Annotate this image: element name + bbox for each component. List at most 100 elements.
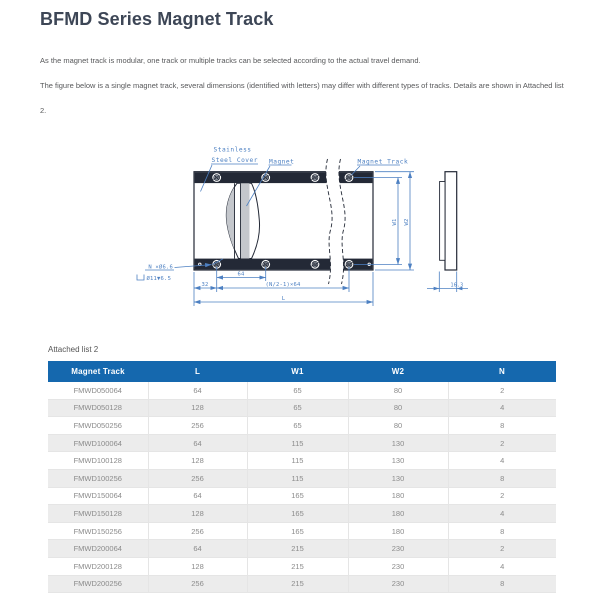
table-cell: 115 <box>246 434 348 453</box>
magnet-track-label: Magnet Track <box>358 159 409 166</box>
counterbore-symbol <box>136 274 145 281</box>
table-cell: 8 <box>447 469 556 488</box>
table-cell: 64 <box>147 434 247 453</box>
table-cell: 230 <box>347 575 448 594</box>
table-cell: 65 <box>246 416 348 435</box>
table-cell: FMWD150128 <box>48 504 148 523</box>
table-cell: FMWD100128 <box>48 451 148 470</box>
table-cell: FMWD200256 <box>48 575 148 594</box>
table-cell: FMWD200064 <box>48 539 148 558</box>
magnet-leader <box>246 165 271 207</box>
dim-text-pattern: (N/2-1)×64 <box>265 282 301 288</box>
holes-callout-text-line1: N ×Ø6.6 <box>148 264 173 271</box>
table-cell: 4 <box>447 451 556 470</box>
table-cell: 180 <box>347 504 448 523</box>
intro-paragraph-2: The figure below is a single magnet trac… <box>40 81 564 115</box>
table-cell: 256 <box>147 416 247 435</box>
table-cell: 230 <box>347 539 448 558</box>
table-cell: 180 <box>347 487 448 506</box>
holes-callout-text-line2: Ø11▼6.5 <box>147 275 172 282</box>
table-cell: 128 <box>147 504 247 523</box>
table-cell: 2 <box>447 382 556 400</box>
table-cell: 64 <box>147 487 247 506</box>
table-cell: 215 <box>246 539 348 558</box>
side-view <box>439 171 458 271</box>
front-view <box>193 158 374 285</box>
table-cell: FMWD150256 <box>48 522 148 541</box>
table-cell: 165 <box>246 487 348 506</box>
page-title: BFMD Series Magnet Track <box>40 9 274 29</box>
table-cell: FMWD050064 <box>48 382 148 400</box>
table-cell: 80 <box>347 416 448 435</box>
top-mount-band <box>194 172 373 184</box>
table-cell: 80 <box>347 382 448 400</box>
table-cell: 256 <box>147 469 247 488</box>
table-cell: 180 <box>347 522 448 541</box>
table-cell: 256 <box>147 575 247 594</box>
table-cell: 256 <box>147 522 247 541</box>
intro-paragraphs: As the magnet track is modular, one trac… <box>40 48 572 123</box>
table-cell: 65 <box>246 399 348 418</box>
table-cell: FMWD100064 <box>48 434 148 453</box>
table-cell: 4 <box>447 399 556 418</box>
magnet-cutout <box>225 182 261 259</box>
table-cell: 8 <box>447 522 556 541</box>
annotations <box>136 163 468 306</box>
table-cell: 165 <box>246 522 348 541</box>
table-cell: 2 <box>447 539 556 558</box>
annotation-texts: Stainless Steel Cover Magnet Magnet Trac… <box>147 147 464 303</box>
break-lines <box>325 158 346 285</box>
table-cell: 64 <box>147 382 247 400</box>
col-header-w2: W2 <box>348 361 448 382</box>
dim-text-w1: W1 <box>392 218 398 225</box>
front-view-outline <box>193 171 374 271</box>
dim-text-thickness: 16.3 <box>451 283 464 289</box>
stainless-cover-label-line1: Stainless <box>214 147 252 154</box>
attached-list-2-section: Attached list 2 Magnet Track L W1 W2 N F… <box>48 345 556 594</box>
table-cell: FMWD200128 <box>48 557 148 576</box>
magnet-strip-lines <box>234 183 241 259</box>
table-cell: 4 <box>447 504 556 523</box>
table-cell: 130 <box>347 451 448 470</box>
table-cell: FMWD050256 <box>48 416 148 435</box>
col-header-magnet-track: Magnet Track <box>48 361 148 382</box>
table-cell: 215 <box>246 557 348 576</box>
table-cell: 2 <box>447 487 556 506</box>
dim-text-w2: W2 <box>404 218 410 225</box>
table-cell: FMWD050128 <box>48 399 148 418</box>
table-cell: 8 <box>447 416 556 435</box>
table-cell: 80 <box>347 399 448 418</box>
dim-text-32: 32 <box>201 282 208 288</box>
table-cell: FMWD100256 <box>48 469 148 488</box>
table-cell: 128 <box>147 557 247 576</box>
technical-drawing: Stainless Steel Cover Magnet Magnet Trac… <box>136 147 468 306</box>
table-cell: 2 <box>447 434 556 453</box>
table-cell: 230 <box>347 557 448 576</box>
stainless-cover-label-line2: Steel Cover <box>212 157 258 164</box>
table-cell: 128 <box>147 399 247 418</box>
table-cell: 128 <box>147 451 247 470</box>
side-view-cover-layer <box>439 181 446 261</box>
table-cell: 4 <box>447 557 556 576</box>
table-caption: Attached list 2 <box>48 345 99 354</box>
stainless-cover-leader <box>200 164 213 192</box>
holes-callout-leader <box>174 263 212 268</box>
table-cell: 215 <box>246 575 348 594</box>
table-cell: 130 <box>347 434 448 453</box>
table-header-row: Magnet Track L W1 W2 N <box>48 361 556 382</box>
table-cell: 165 <box>246 504 348 523</box>
table-cell: 115 <box>246 451 348 470</box>
dim-text-64: 64 <box>237 272 245 278</box>
